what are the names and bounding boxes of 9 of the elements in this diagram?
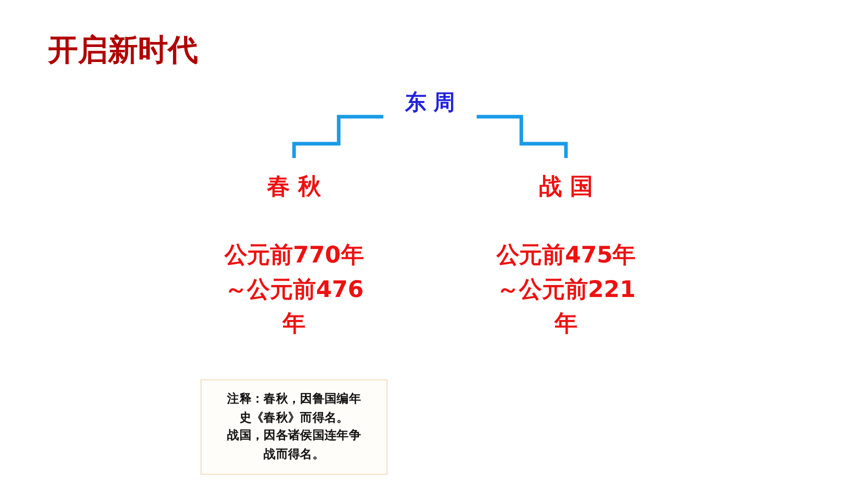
connector (476, 114, 568, 160)
node-text: 春 秋 (267, 172, 321, 200)
node-text: 东 周 (404, 90, 456, 116)
connector (292, 114, 384, 160)
node-label: 公元前475年～公元前221年 (496, 241, 636, 337)
title: 开启新时代 (48, 32, 198, 70)
node-label: 公元前770年～公元前476年 (224, 241, 364, 337)
node-box: 注释：春秋，因鲁国编年史《春秋》而得名。 战国，因各诸侯国连年争战而得名。 (200, 379, 388, 475)
node-text: 战 国 (539, 172, 593, 200)
